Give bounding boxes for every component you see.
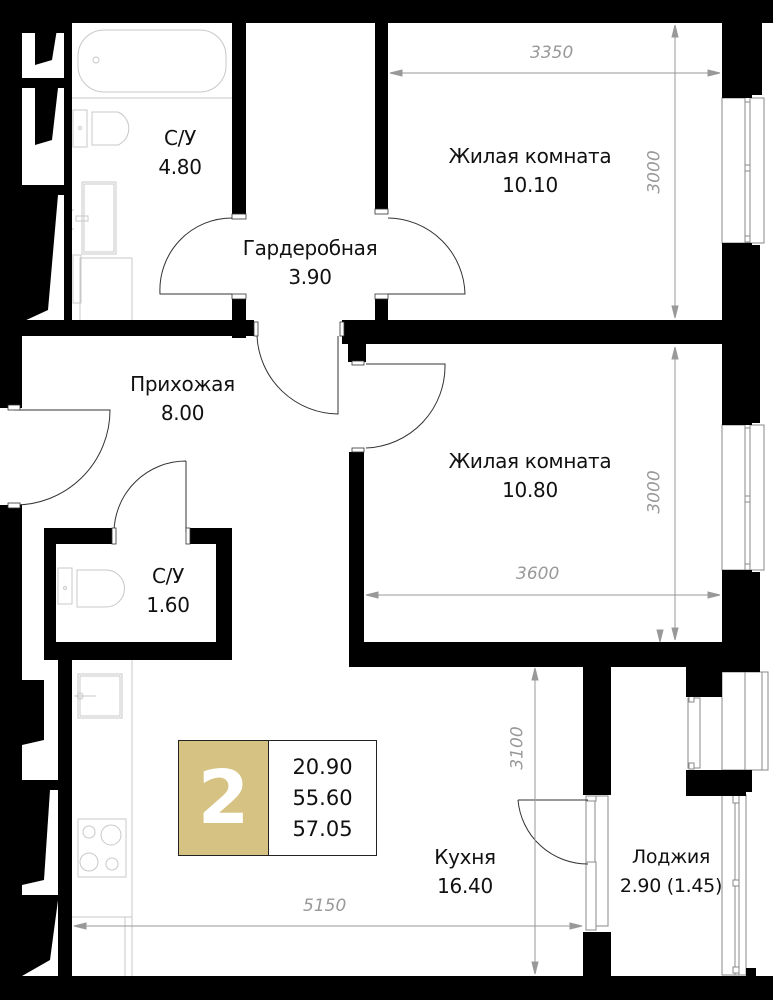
door-arc — [365, 363, 446, 449]
dimension-living-room-1-width: 3350 — [530, 43, 574, 63]
door-arc — [159, 217, 233, 295]
dimension-living-room-1-depth: 3000 — [644, 150, 665, 194]
doors — [13, 217, 589, 865]
room-label-bathroom-1: С/У 4.80 — [140, 124, 220, 182]
room-area: 1.60 — [146, 593, 190, 617]
window-living-room-2 — [721, 421, 765, 571]
fixtures — [57, 29, 232, 976]
dimension-living-room-2-width: 3600 — [516, 564, 560, 584]
room-area: 8.00 — [160, 401, 205, 425]
room-area: 2.90 (1.45) — [619, 875, 723, 897]
dimension-living-room-2-depth: 3000 — [644, 470, 665, 514]
room-area: 3.90 — [288, 265, 332, 289]
total-area-with-loggia: 57.05 — [292, 816, 353, 841]
room-name: Гардеробная — [242, 236, 378, 260]
door-arc — [256, 335, 339, 415]
windows — [585, 95, 769, 976]
dimension-kitchen-width: 5150 — [303, 896, 347, 916]
room-area: 16.40 — [437, 874, 493, 898]
room-label-hallway: Прихожая 8.00 — [110, 370, 255, 428]
room-name: Жилая комната — [448, 144, 612, 168]
room-name: Лоджия — [631, 846, 711, 868]
room-label-bathroom-2: С/У 1.60 — [128, 562, 208, 620]
kitchen-sink-icon — [74, 673, 123, 719]
room-label-living-room-2: Жилая комната 10.80 — [430, 447, 630, 505]
sink-icon — [70, 181, 117, 255]
room-name: Жилая комната — [448, 449, 612, 473]
room-label-living-room-1: Жилая комната 10.10 — [430, 142, 630, 200]
window-loggia-top — [721, 671, 769, 771]
room-area: 4.80 — [158, 155, 202, 179]
room-area: 10.10 — [502, 173, 558, 197]
area-list: 20.90 55.60 57.05 — [269, 741, 376, 855]
room-label-wardrobe: Гардеробная 3.90 — [220, 234, 400, 292]
dimension-kitchen-depth: 3100 — [507, 726, 528, 770]
living-area: 20.90 — [292, 754, 353, 779]
room-label-loggia: Лоджия 2.90 (1.45) — [606, 843, 736, 901]
door-arc — [387, 217, 466, 295]
door-arc — [113, 460, 187, 533]
room-count: 2 — [179, 741, 269, 855]
toilet-icon — [57, 567, 125, 608]
room-name: С/У — [152, 564, 184, 588]
window-loggia-right — [721, 794, 747, 976]
total-area: 55.60 — [292, 785, 353, 810]
toilet-icon — [72, 109, 130, 148]
door-arc — [517, 799, 589, 865]
apartment-summary-badge: 2 20.90 55.60 57.05 — [178, 740, 377, 856]
room-name: Прихожая — [130, 372, 235, 396]
loggia-door — [585, 795, 609, 931]
room-name: Кухня — [434, 845, 496, 869]
room-name: С/У — [164, 126, 196, 150]
window-loggia-side — [687, 695, 701, 770]
room-label-kitchen: Кухня 16.40 — [410, 843, 520, 901]
dimension-lines — [73, 24, 721, 975]
room-area: 10.80 — [502, 478, 558, 502]
stove-icon — [77, 818, 127, 878]
bathtub-icon — [77, 29, 227, 93]
entrance-door-arc — [13, 409, 111, 506]
window-living-room-1 — [721, 95, 765, 244]
